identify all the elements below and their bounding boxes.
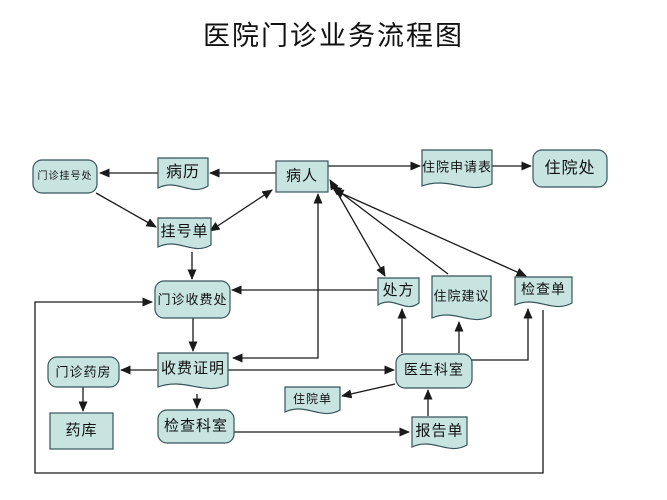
node-zhuyuanchu: 住院处 <box>532 149 608 188</box>
edge-guahaodan-bingren-double <box>209 189 273 232</box>
node-zhuyuandan: 住院单 <box>284 386 341 415</box>
node-label-menzhen-yaofang: 门诊药房 <box>55 365 111 380</box>
node-shape-zhuyuanchu <box>532 149 608 188</box>
node-menzhen-guahaochu: 门诊挂号处 <box>32 159 98 194</box>
node-shape-jianchadan <box>514 276 573 308</box>
node-shape-yisheng-keshi <box>395 353 473 389</box>
node-jianchadan: 检查单 <box>514 276 573 308</box>
node-label-yisheng-keshi: 医生科室 <box>404 362 464 379</box>
node-shape-menzhen-guahaochu <box>32 159 98 194</box>
node-zhuyuan-jianyi: 住院建议 <box>431 275 492 321</box>
node-chufang: 处方 <box>377 277 420 308</box>
node-label-zhuyuandan: 住院单 <box>293 392 332 406</box>
node-label-zhuyuan-jianyi: 住院建议 <box>433 288 489 303</box>
node-menzhen-yaofang: 门诊药房 <box>47 356 120 388</box>
node-jiancha-keshi: 检查科室 <box>157 409 235 444</box>
node-label-chufang: 处方 <box>382 282 414 299</box>
node-label-bingren: 病人 <box>286 168 318 185</box>
node-shape-shoufei-zhengming <box>157 352 229 390</box>
edge-yishengkeshi-to-zhuyuandan <box>341 383 396 399</box>
node-shape-chufang <box>377 277 420 308</box>
node-shape-bingli <box>157 157 209 191</box>
node-label-shoufei-zhengming: 收费证明 <box>161 360 225 377</box>
node-label-zhuyuan-shenqingbiao: 住院申请表 <box>422 160 492 175</box>
edge-zhuyuanjianyi-to-bingren <box>331 185 449 275</box>
node-shape-zhuyuandan <box>284 386 341 415</box>
node-label-menzhen-guahaochu: 门诊挂号处 <box>38 169 93 182</box>
edge-jianchadan-to-shoufeichu-loop <box>34 297 544 474</box>
node-shape-jiancha-keshi <box>157 409 235 444</box>
edge-guahaochu-to-guahaodan <box>95 192 157 228</box>
node-shoufei-zhengming: 收费证明 <box>157 352 229 390</box>
node-bingli: 病历 <box>157 157 209 191</box>
node-baogaodan: 报告单 <box>411 416 468 450</box>
node-label-bingli: 病历 <box>166 163 200 181</box>
node-shape-yaoku <box>49 412 114 450</box>
node-zhuyuan-shenqingbiao: 住院申请表 <box>421 149 493 189</box>
node-label-jianchadan: 检查单 <box>521 282 566 298</box>
node-menzhen-shoufeichu: 门诊收费处 <box>154 280 231 319</box>
edge-bingren-jianchadan-double <box>333 189 527 277</box>
node-yisheng-keshi: 医生科室 <box>395 353 473 389</box>
node-label-yaoku: 药库 <box>65 422 97 439</box>
edge-bingren-zhengming-elbow-double <box>232 193 323 363</box>
node-shape-zhuyuan-shenqingbiao <box>421 149 493 189</box>
node-bingren: 病人 <box>275 160 329 193</box>
node-yaoku: 药库 <box>49 412 114 450</box>
node-shape-zhuyuan-jianyi <box>431 275 492 321</box>
node-shape-menzhen-shoufeichu <box>154 280 231 319</box>
node-guahaodan: 挂号单 <box>157 217 212 250</box>
node-label-guahaodan: 挂号单 <box>160 223 208 240</box>
edge-yishengkeshi-to-jianchadan <box>472 308 533 361</box>
node-label-zhuyuanchu: 住院处 <box>544 159 595 177</box>
node-shape-baogaodan <box>411 416 468 450</box>
node-label-jiancha-keshi: 检查科室 <box>164 418 228 435</box>
node-label-baogaodan: 报告单 <box>415 422 463 439</box>
page-title: 医院门诊业务流程图 <box>203 21 464 51</box>
node-shape-guahaodan <box>157 217 212 250</box>
node-shape-bingren <box>275 160 329 193</box>
node-shape-menzhen-yaofang <box>47 356 120 388</box>
edge-bingren-chufang-double <box>329 179 386 277</box>
node-label-menzhen-shoufeichu: 门诊收费处 <box>157 292 227 307</box>
